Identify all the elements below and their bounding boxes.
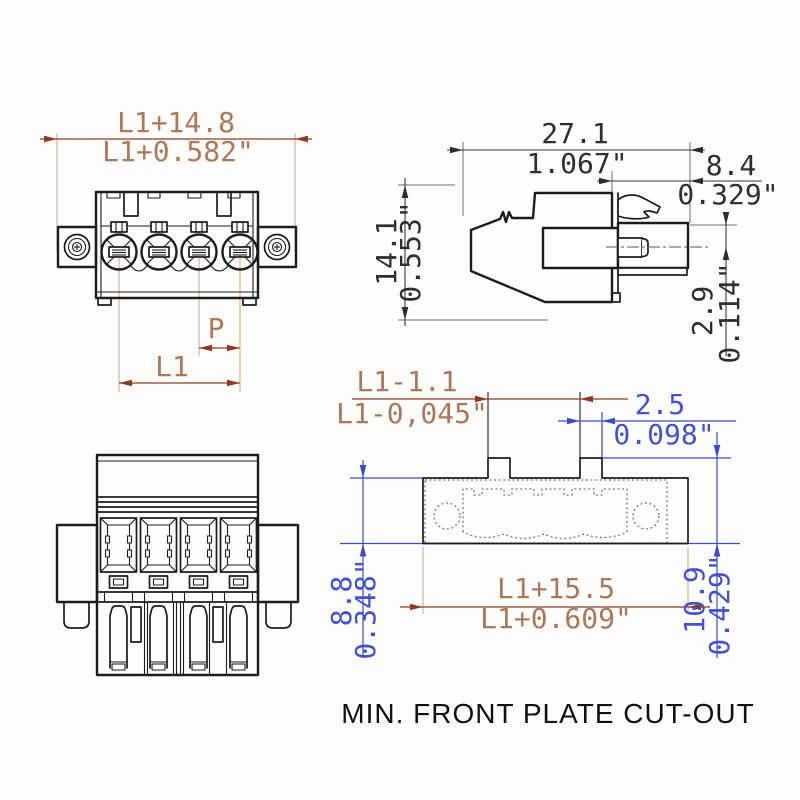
dim-side-pin-in: 0.114"	[713, 262, 746, 363]
mount-peg-right	[265, 601, 292, 629]
band-dividers	[103, 592, 254, 602]
dim-cutout-left-in: 0.348"	[349, 558, 382, 659]
dim-cutout-l1minus-in: L1-0,045"	[336, 397, 488, 430]
dim-cutout-right-in: 0.429"	[703, 554, 736, 655]
rear-view	[55, 453, 300, 677]
screw-hole-outline-right	[632, 502, 660, 530]
terminal-contacts	[100, 221, 259, 272]
cutout-view: L1-1.1 L1-0,045" 2.5 0.098" 8.8 0.348" L…	[325, 365, 740, 660]
dim-side-latch-in: 0.329"	[677, 178, 778, 211]
side-view: 27.1 1.067" 8.4 0.329" 14.1 0.553" 2.9 0…	[370, 117, 779, 364]
dim-cutout-notch-in: 0.098"	[613, 418, 714, 451]
dim-side-latch-mm: 8.4	[706, 149, 757, 182]
dim-side-width-mm: 27.1	[541, 117, 608, 150]
dim-cutout-left-mm: 8.8	[325, 576, 358, 627]
screw-hole-outline-left	[433, 502, 461, 530]
cutout-outline	[422, 457, 689, 545]
dim-front-pitch: P	[208, 312, 225, 345]
dim-side-pin-mm: 2.9	[686, 286, 719, 337]
dim-cutout-width-mm: L1+15.5	[497, 572, 615, 605]
dim-side-width-in: 1.067"	[526, 147, 627, 180]
front-view: L1+14.8 L1+0.582" P L1	[40, 106, 312, 392]
flange-hole-right	[263, 233, 291, 261]
latch-hook	[617, 194, 661, 220]
dim-front-length: L1	[155, 350, 189, 383]
dim-cutout-l1minus-mm: L1-1.1	[356, 365, 457, 398]
dim-side-height-in: 0.553"	[394, 201, 427, 302]
flange-hole-left	[63, 233, 91, 261]
mount-peg-left	[63, 601, 90, 629]
shroud-outline	[462, 488, 628, 540]
front-plate	[541, 226, 620, 270]
drawing-caption: MIN. FRONT PLATE CUT-OUT	[341, 698, 754, 729]
dim-cutout-right-mm: 10.9	[678, 566, 711, 633]
dim-front-width-in: L1+0.582"	[102, 135, 254, 168]
dim-front-width-mm: L1+14.8	[117, 106, 235, 139]
contact-windows	[99, 517, 258, 589]
dim-cutout-width-in: L1+0.609"	[480, 602, 632, 635]
dim-cutout-notch-mm: 2.5	[635, 388, 686, 421]
wire-entry-slots	[109, 602, 248, 675]
dim-side-height-mm: 14.1	[370, 218, 403, 285]
